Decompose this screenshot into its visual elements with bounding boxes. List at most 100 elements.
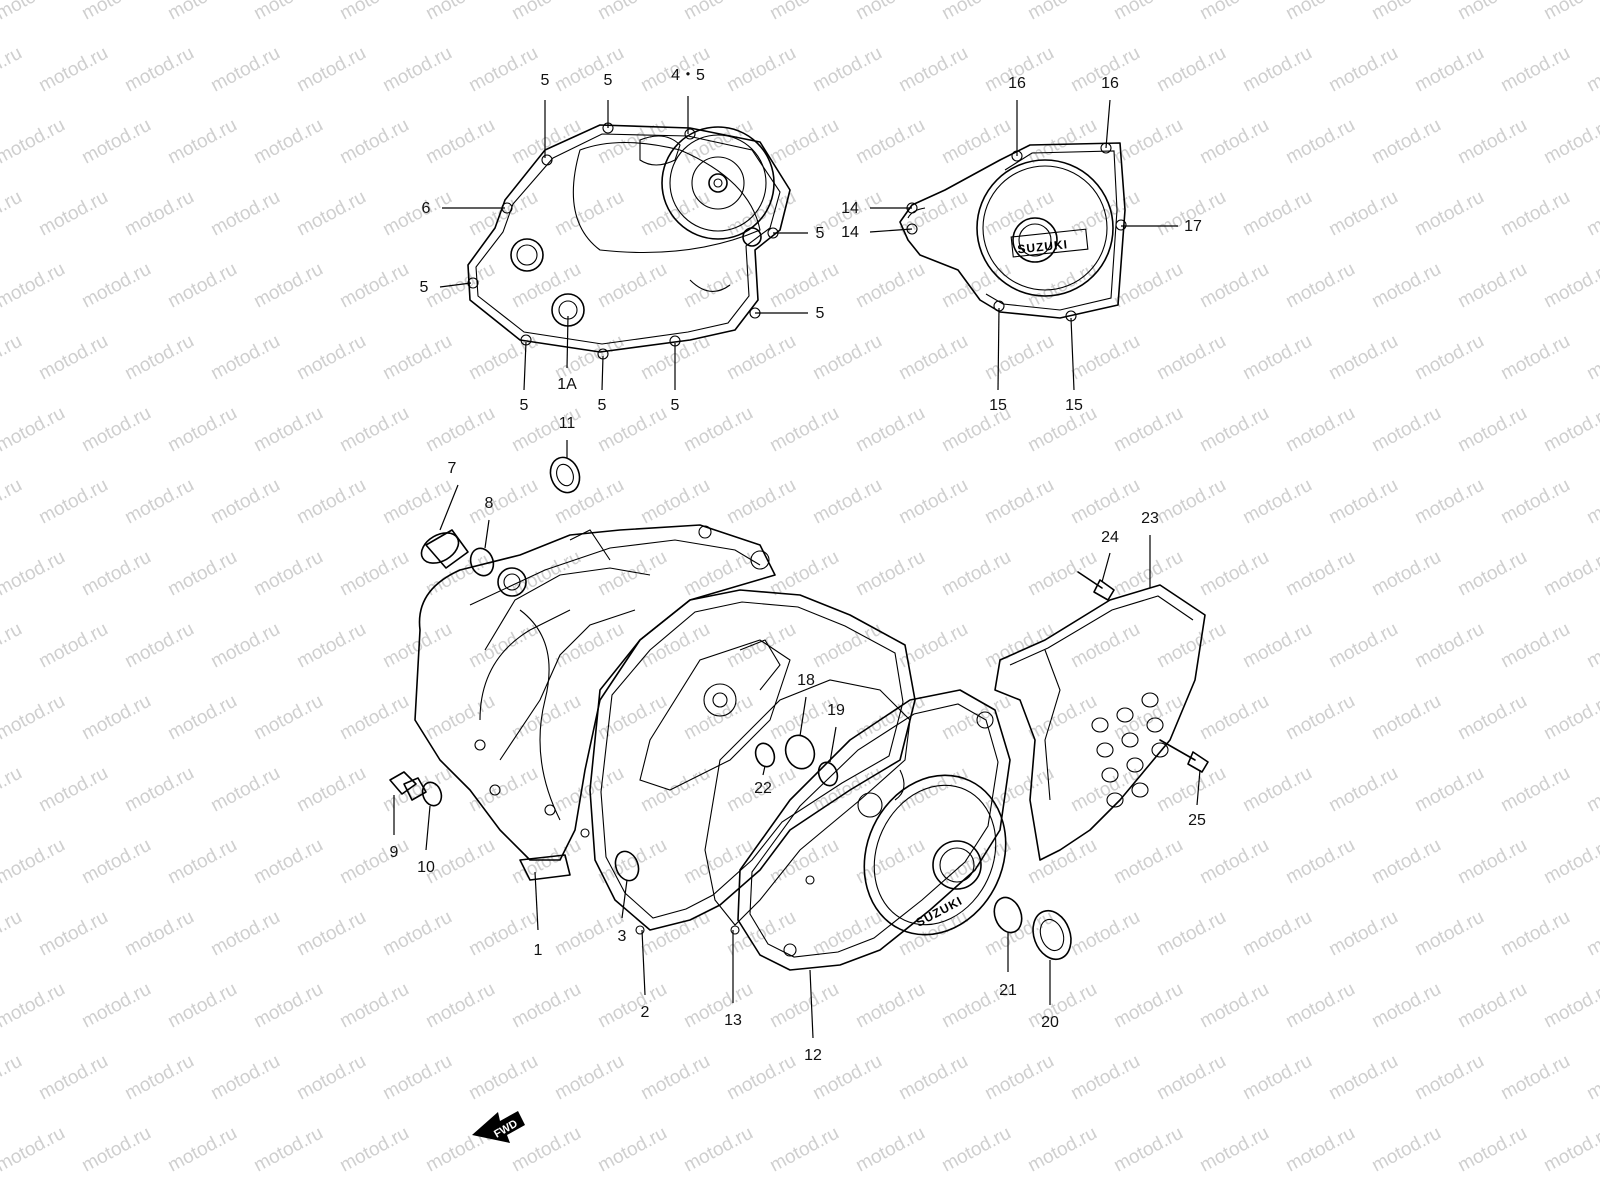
suzuki-logo-text: SUZUKI <box>1017 237 1069 256</box>
watermark-text: motod.ru <box>121 619 197 673</box>
sprocket-cover-drawing <box>994 584 1206 861</box>
watermark-text: motod.ru <box>1540 691 1600 745</box>
watermark-text: motod.ru <box>809 763 885 817</box>
leader-line-c24 <box>534 871 539 931</box>
watermark-text: motod.ru <box>0 475 26 529</box>
watermark-text: motod.ru <box>1368 1123 1444 1177</box>
watermark-text: motod.ru <box>35 1195 111 1200</box>
watermark-text: motod.ru <box>1153 475 1229 529</box>
watermark-text: motod.ru <box>637 763 713 817</box>
watermark-text: motod.ru <box>1024 403 1100 457</box>
watermark-text: motod.ru <box>1583 763 1600 817</box>
watermark-text: motod.ru <box>508 115 584 169</box>
watermark-text: motod.ru <box>1368 259 1444 313</box>
watermark-text: motod.ru <box>1153 43 1229 97</box>
watermark-text: motod.ru <box>1196 0 1272 24</box>
watermark-text: motod.ru <box>35 43 111 97</box>
watermark-text: motod.ru <box>78 0 154 24</box>
watermark-text: motod.ru <box>1110 835 1186 889</box>
watermark-text: motod.ru <box>1239 619 1315 673</box>
watermark-text: motod.ru <box>422 0 498 24</box>
watermark-text: motod.ru <box>766 835 842 889</box>
watermark-text: motod.ru <box>1282 547 1358 601</box>
watermark-text: motod.ru <box>293 187 369 241</box>
watermark-text: motod.ru <box>766 403 842 457</box>
callout-label-c16: 17 <box>1184 218 1202 235</box>
watermark-text: motod.ru <box>1239 907 1315 961</box>
watermark-text: motod.ru <box>981 763 1057 817</box>
watermark-text: motod.ru <box>938 1123 1014 1177</box>
watermark-text: motod.ru <box>594 979 670 1033</box>
watermark-text: motod.ru <box>551 907 627 961</box>
watermark-text: motod.ru <box>293 331 369 385</box>
watermark-text: motod.ru <box>379 1195 455 1200</box>
watermark-text: motod.ru <box>1540 835 1600 889</box>
watermark-text: motod.ru <box>465 187 541 241</box>
watermark-text: motod.ru <box>0 0 69 24</box>
watermark-text: motod.ru <box>723 475 799 529</box>
watermark-text: motod.ru <box>1583 475 1600 529</box>
watermark-text: motod.ru <box>336 691 412 745</box>
watermark-text: motod.ru <box>723 1051 799 1105</box>
watermark-text: motod.ru <box>1497 331 1573 385</box>
watermark-text: motod.ru <box>723 43 799 97</box>
watermark-text: motod.ru <box>981 1051 1057 1105</box>
watermark-text: motod.ru <box>35 619 111 673</box>
watermark-text: motod.ru <box>895 1195 971 1200</box>
watermark-text: motod.ru <box>852 259 928 313</box>
leader-line-c21 <box>484 519 490 549</box>
watermark-text: motod.ru <box>250 979 326 1033</box>
callout-label-c29: 18 <box>797 672 815 689</box>
watermark-text: motod.ru <box>1239 187 1315 241</box>
watermark-text: motod.ru <box>895 763 971 817</box>
watermark-text: motod.ru <box>422 403 498 457</box>
watermark-text: motod.ru <box>422 259 498 313</box>
watermark-text: motod.ru <box>121 43 197 97</box>
watermark-text: motod.ru <box>336 115 412 169</box>
callout-label-c18: 15 <box>1065 397 1083 414</box>
watermark-text: motod.ru <box>0 1051 26 1105</box>
leader-line-c25 <box>621 879 628 919</box>
leader-line-c23 <box>425 805 431 851</box>
watermark-text: motod.ru <box>637 619 713 673</box>
watermark-text: motod.ru <box>1411 1051 1487 1105</box>
leader-line-c18 <box>1070 317 1075 391</box>
watermark-text: motod.ru <box>1368 835 1444 889</box>
watermark-text: motod.ru <box>766 259 842 313</box>
watermark-text: motod.ru <box>680 1123 756 1177</box>
watermark-text: motod.ru <box>1153 1195 1229 1200</box>
watermark-text: motod.ru <box>1368 115 1444 169</box>
watermark-text: motod.ru <box>1411 187 1487 241</box>
watermark-text: motod.ru <box>1067 1051 1143 1105</box>
watermark-text: motod.ru <box>1497 43 1573 97</box>
watermark-text: motod.ru <box>1411 331 1487 385</box>
callout-label-c2: 5 <box>604 72 613 89</box>
gasket-drawing <box>580 589 916 935</box>
watermark-text: motod.ru <box>981 331 1057 385</box>
callout-label-c6: 5 <box>816 225 825 242</box>
watermark-text: motod.ru <box>766 115 842 169</box>
watermark-text: motod.ru <box>121 1195 197 1200</box>
watermark-text: motod.ru <box>551 43 627 97</box>
leader-line-c10 <box>601 355 604 391</box>
watermark-text: motod.ru <box>1196 547 1272 601</box>
watermark-text: motod.ru <box>164 0 240 24</box>
watermark-text: motod.ru <box>1153 331 1229 385</box>
watermark-text: motod.ru <box>508 0 584 24</box>
watermark-text: motod.ru <box>78 835 154 889</box>
watermark-text: motod.ru <box>766 979 842 1033</box>
watermark-text: motod.ru <box>78 1123 154 1177</box>
callout-label-c30: 19 <box>827 702 845 719</box>
watermark-text: motod.ru <box>336 259 412 313</box>
watermark-text: motod.ru <box>1282 403 1358 457</box>
watermark-text: motod.ru <box>1110 979 1186 1033</box>
watermark-text: motod.ru <box>1024 691 1100 745</box>
watermark-text: motod.ru <box>809 475 885 529</box>
callout-label-c28: 12 <box>804 1047 822 1064</box>
watermark-text: motod.ru <box>207 1051 283 1105</box>
callout-label-c9: 5 <box>520 397 529 414</box>
watermark-text: motod.ru <box>250 0 326 24</box>
watermark-text: motod.ru <box>680 979 756 1033</box>
watermark-text: motod.ru <box>164 979 240 1033</box>
